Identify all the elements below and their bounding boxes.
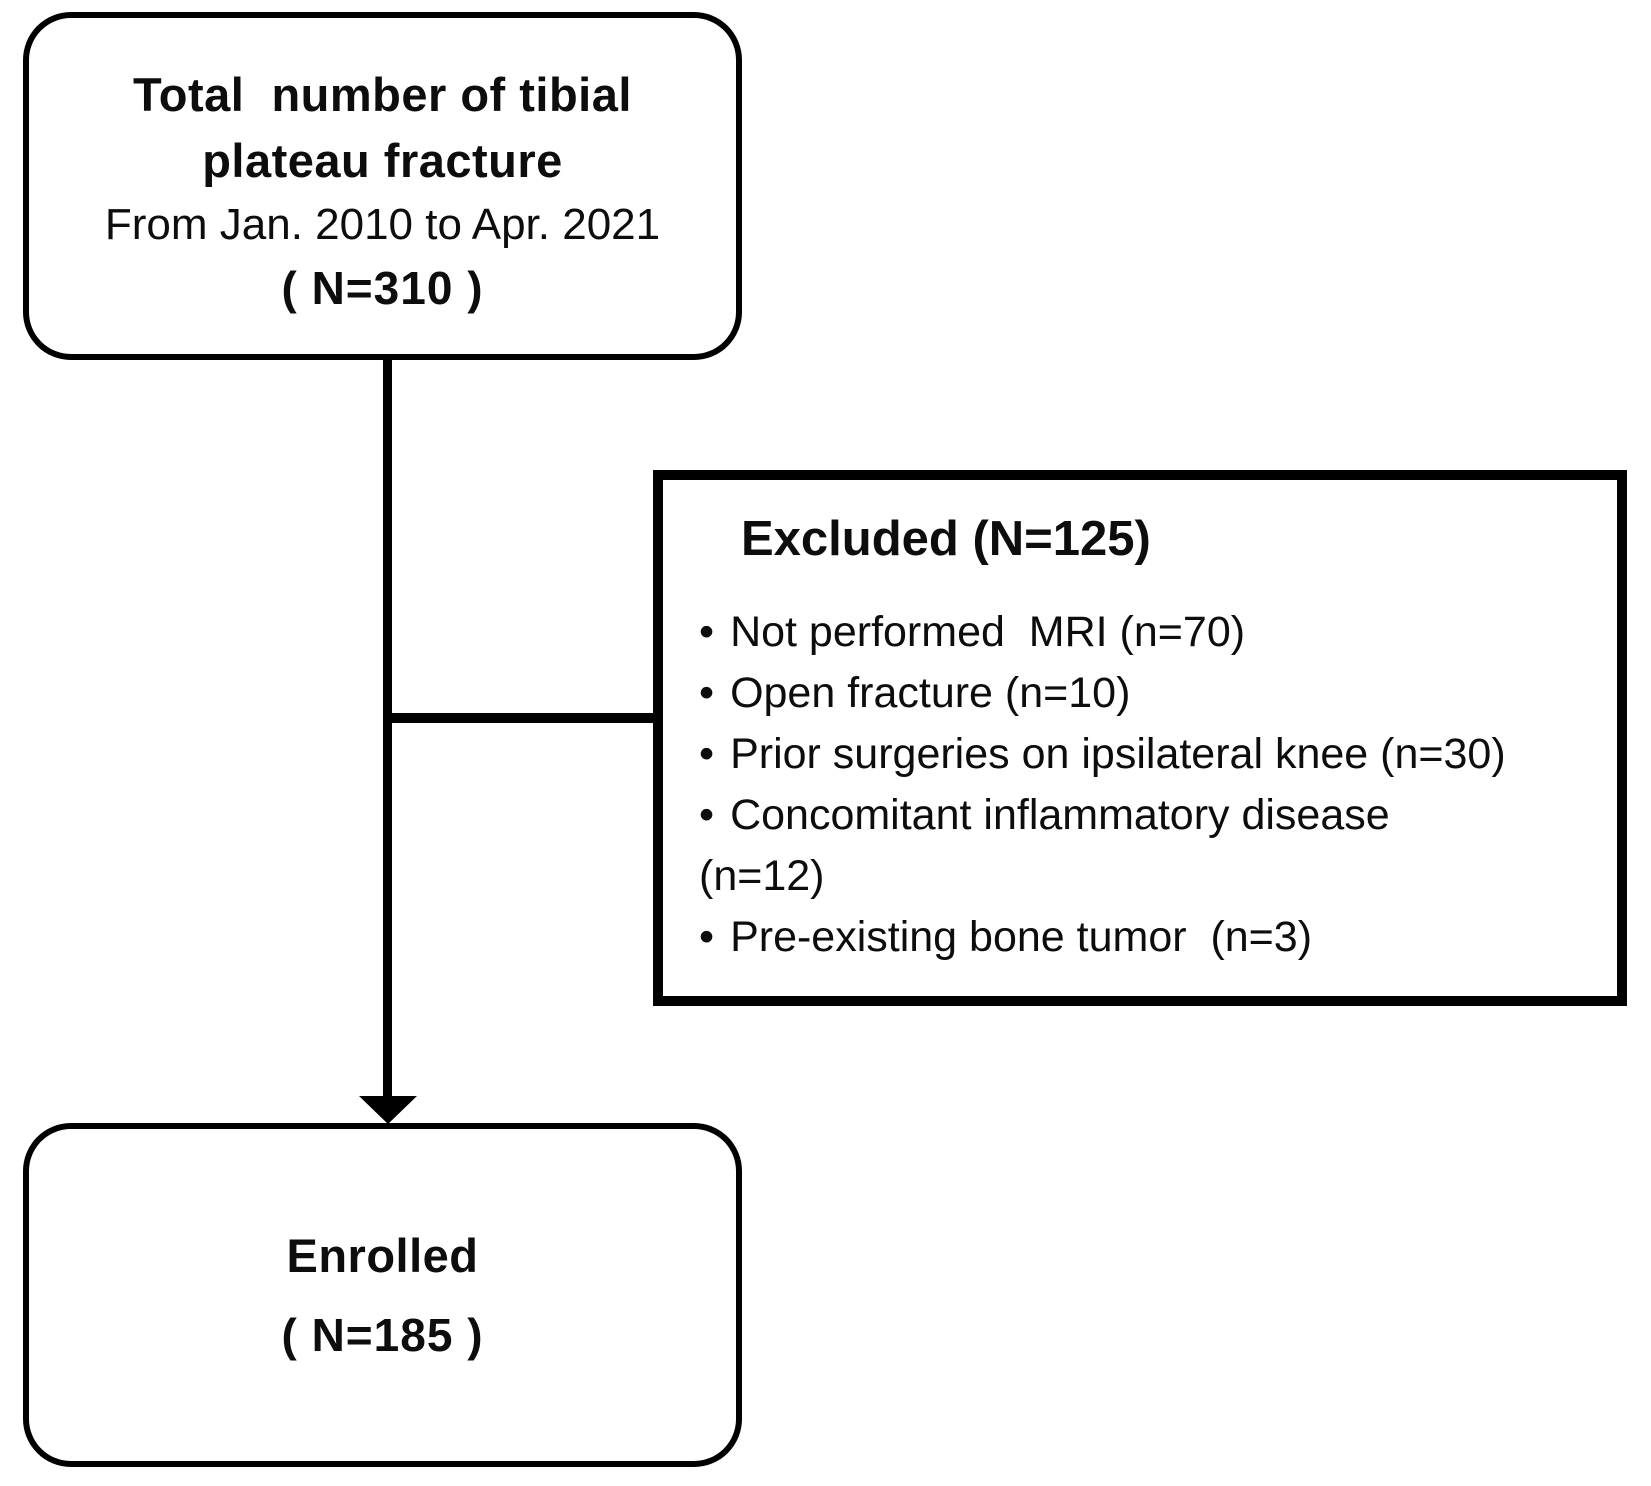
total-title-line2: plateau fracture: [202, 134, 563, 187]
excluded-item: • Open fracture (n=10): [699, 663, 1593, 724]
enrolled-title: Enrolled: [286, 1229, 479, 1282]
excluded-item-text: Prior surgeries on ipsilateral knee (n=3…: [730, 730, 1506, 778]
total-date-range: From Jan. 2010 to Apr. 2021: [104, 200, 661, 249]
arrow-down-icon: [359, 1096, 417, 1124]
bullet-icon: •: [699, 791, 715, 839]
excluded-item: •Concomitant inflammatory disease (n=12): [699, 785, 1593, 907]
bullet-icon: •: [699, 608, 715, 656]
excluded-item: • Pre-existing bone tumor (n=3): [699, 907, 1593, 968]
excluded-item-text: Not performed MRI (n=70): [730, 608, 1246, 656]
excluded-item-text: Open fracture (n=10): [730, 669, 1131, 717]
bullet-icon: •: [699, 669, 715, 717]
connector-vertical-line: [383, 360, 392, 1096]
excluded-item-text: Concomitant inflammatory disease (n=12): [699, 791, 1390, 900]
connector-branch-line: [383, 713, 663, 723]
bullet-icon: •: [699, 730, 715, 778]
enrolled-count: ( N=185 ): [281, 1309, 484, 1361]
total-fractures-node: Total number of tibial plateau fracture …: [23, 12, 742, 360]
total-count: ( N=310 ): [281, 262, 484, 314]
enrolled-node: Enrolled ( N=185 ): [23, 1123, 742, 1467]
excluded-node: Excluded (N=125) • Not performed MRI (n=7…: [653, 470, 1627, 1006]
excluded-title: Excluded (N=125): [741, 512, 1151, 566]
total-title-line1: Total number of tibial: [133, 68, 632, 121]
excluded-item: • Not performed MRI (n=70): [699, 602, 1593, 663]
bullet-icon: •: [699, 913, 715, 961]
excluded-item: • Prior surgeries on ipsilateral knee (n=…: [699, 724, 1593, 785]
excluded-item-text: Pre-existing bone tumor (n=3): [730, 913, 1313, 961]
